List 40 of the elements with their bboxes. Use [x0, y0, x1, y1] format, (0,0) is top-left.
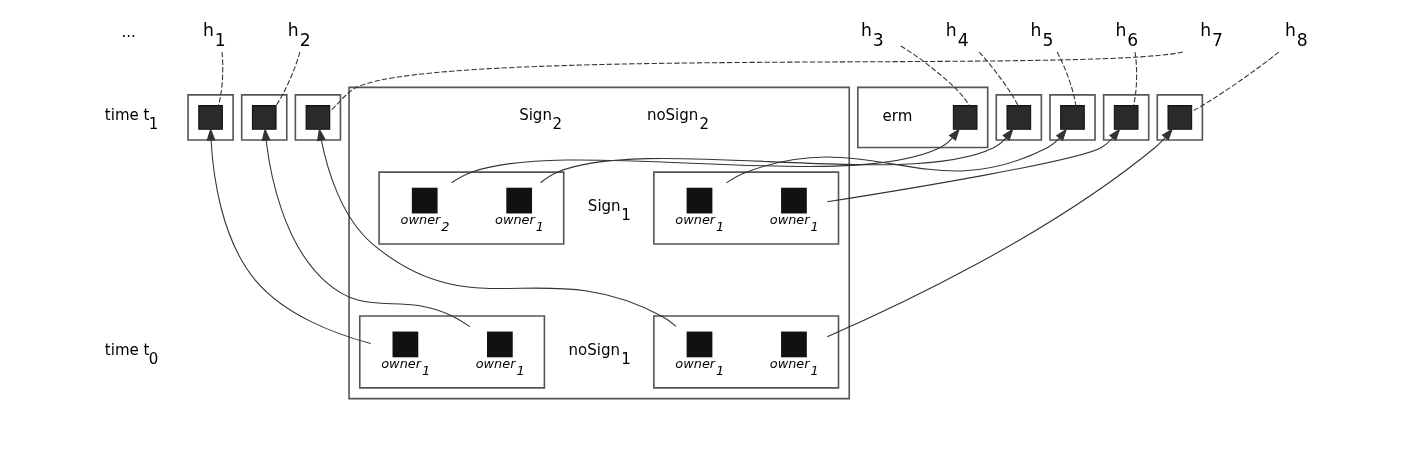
connector: [1191, 51, 1280, 112]
node-box: [1113, 104, 1139, 130]
cluster: [378, 170, 565, 245]
node-box: [392, 331, 419, 357]
arrow: [725, 127, 1068, 183]
arrow: [826, 127, 1174, 337]
node-box: [251, 104, 277, 130]
cluster: [653, 314, 840, 389]
label: ...: [121, 22, 136, 41]
node-box: [781, 187, 807, 213]
node-box: [1167, 104, 1193, 130]
node-box: [305, 104, 331, 130]
arrow: [451, 127, 961, 183]
node-box: [198, 104, 223, 130]
node-box: [486, 331, 513, 357]
connector: [275, 51, 301, 106]
connector: [1056, 51, 1077, 106]
arrow: [261, 127, 471, 327]
node-box: [1006, 104, 1032, 130]
node-box: [686, 187, 713, 213]
arrow: [206, 127, 372, 344]
arrow: [540, 127, 1014, 183]
connector: [329, 50, 1184, 112]
node-box: [686, 331, 713, 357]
node-box: [781, 331, 807, 357]
arrow: [316, 127, 677, 327]
cluster: [358, 314, 546, 389]
cluster: [348, 86, 851, 399]
connector: [978, 51, 1019, 106]
node-box: [1060, 104, 1085, 130]
arrow: [826, 127, 1121, 202]
cluster: [653, 170, 840, 245]
connector: [900, 44, 970, 106]
cluster: [857, 86, 989, 148]
connector: [217, 51, 224, 106]
node-box: [952, 104, 978, 130]
label: erm: [882, 106, 913, 125]
connector: [1132, 51, 1138, 106]
node-box: [506, 187, 533, 213]
node-box: [411, 187, 438, 213]
